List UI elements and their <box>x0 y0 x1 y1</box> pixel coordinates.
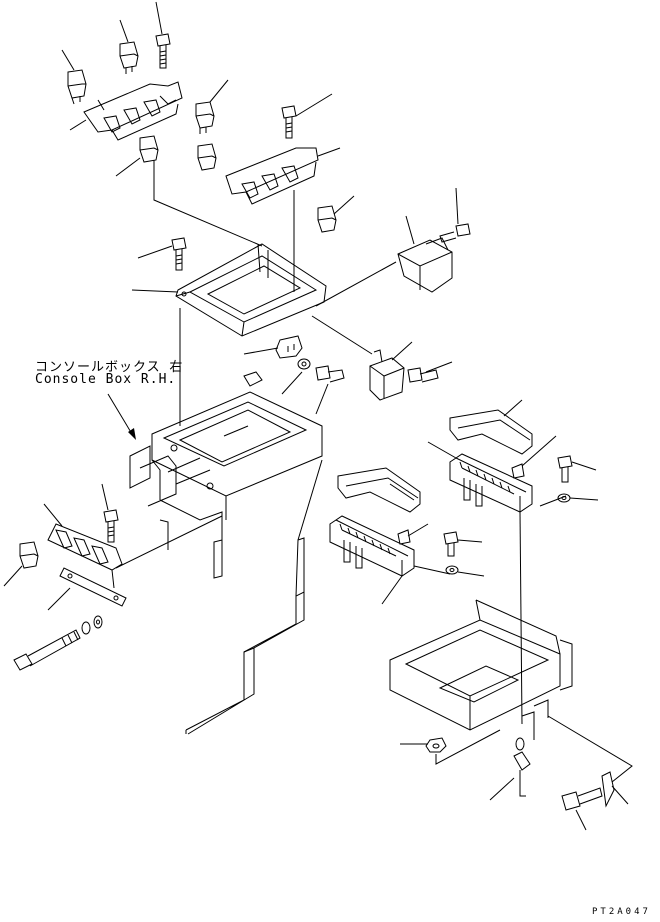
washer-icon <box>81 621 91 635</box>
relay-icon <box>197 143 217 171</box>
fuse-puller-icon <box>397 529 411 545</box>
relay-icon <box>195 101 215 134</box>
screw-icon <box>557 455 573 483</box>
leader-lines <box>3 1 629 831</box>
fuse-box-cover <box>449 409 533 455</box>
cover-tray <box>389 599 573 740</box>
bolt-icon <box>561 787 603 811</box>
cable-duct <box>185 459 323 735</box>
mounting-plate <box>175 243 327 337</box>
fuse-box <box>329 515 415 577</box>
flasher-unit <box>369 349 405 401</box>
clamp-icon <box>601 771 615 808</box>
bolt-icon <box>281 105 297 139</box>
relay-icon <box>119 41 139 74</box>
relay-icon <box>317 205 337 233</box>
relay-bracket-upper-left <box>83 81 183 141</box>
harness-clip-icon <box>513 737 531 797</box>
console-box-rh <box>129 391 323 579</box>
relay-bracket-lower-left <box>47 523 123 589</box>
fuse-box-cover <box>337 467 421 513</box>
mounting-strip <box>59 567 127 607</box>
relay-icon <box>67 69 87 105</box>
bolt-icon <box>439 223 471 243</box>
bolt-icon <box>155 33 171 69</box>
arrow-icon <box>107 393 136 440</box>
console-box-label-english: Console Box R.H. <box>35 372 177 387</box>
bolt-icon <box>171 237 187 271</box>
washer-icon <box>93 615 103 629</box>
long-bolt-icon <box>13 629 81 671</box>
small-connector-icon <box>275 335 303 359</box>
console-box-label-japanese: コンソールボックス 右 <box>35 360 184 375</box>
relay-icon <box>19 541 39 569</box>
controller-module <box>397 237 453 293</box>
nut-icon <box>425 737 447 753</box>
fuse-box <box>449 453 533 513</box>
washer-icon <box>445 565 459 575</box>
relay-bracket-upper-right <box>225 147 319 205</box>
relay-icon <box>139 135 159 163</box>
fuse-puller-icon <box>511 463 525 479</box>
bolt-icon <box>315 365 345 383</box>
screw-icon <box>443 531 459 557</box>
clip-icon <box>243 371 263 387</box>
washer-icon <box>297 358 311 370</box>
drawing-code: PT2A047 <box>592 907 651 917</box>
bolt-icon <box>407 367 439 383</box>
bolt-icon <box>103 509 119 543</box>
assembly-lines <box>97 99 633 783</box>
